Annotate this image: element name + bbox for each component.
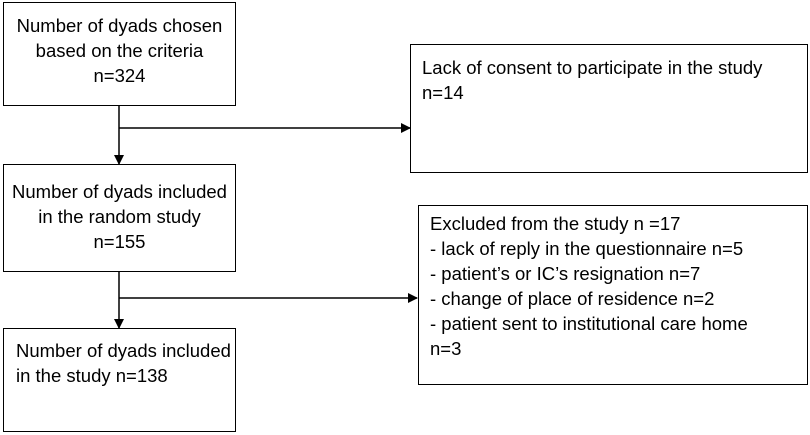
box-lack-of-consent: Lack of consent to participate in the st… xyxy=(410,44,808,173)
box-excluded-line-3: - patient’s or IC’s resignation n=7 xyxy=(430,263,701,284)
box-excluded-line-1: Excluded from the study n =17 xyxy=(430,213,681,234)
box-dyads-included-study: Number of dyads included in the study n=… xyxy=(3,328,236,432)
box-lack-of-consent-line-2: n=14 xyxy=(422,82,464,103)
box-lack-of-consent-line-1: Lack of consent to participate in the st… xyxy=(422,57,763,78)
box-dyads-chosen: Number of dyads chosen based on the crit… xyxy=(3,2,236,106)
box-dyads-included-random-line-1: Number of dyads included xyxy=(12,181,227,202)
box-dyads-chosen-line-2: based on the criteria xyxy=(35,40,204,61)
box-dyads-included-study-line-2: in the study n=138 xyxy=(16,365,168,386)
box-excluded-line-5: - patient sent to institutional care hom… xyxy=(430,313,748,334)
box-dyads-included-random: Number of dyads included in the random s… xyxy=(3,164,236,272)
box-excluded-line-4: - change of place of residence n=2 xyxy=(430,288,715,309)
box-dyads-chosen-line-1: Number of dyads chosen xyxy=(16,15,223,36)
box-excluded: Excluded from the study n =17 - lack of … xyxy=(418,205,808,385)
box-dyads-chosen-line-3: n=324 xyxy=(93,65,146,86)
box-dyads-included-study-line-1: Number of dyads included xyxy=(16,340,231,361)
box-excluded-line-2: - lack of reply in the questionnaire n=5 xyxy=(430,238,744,259)
box-dyads-included-random-line-2: in the random study xyxy=(38,206,201,227)
box-dyads-included-random-line-3: n=155 xyxy=(93,231,146,252)
box-excluded-line-6: n=3 xyxy=(430,338,462,359)
